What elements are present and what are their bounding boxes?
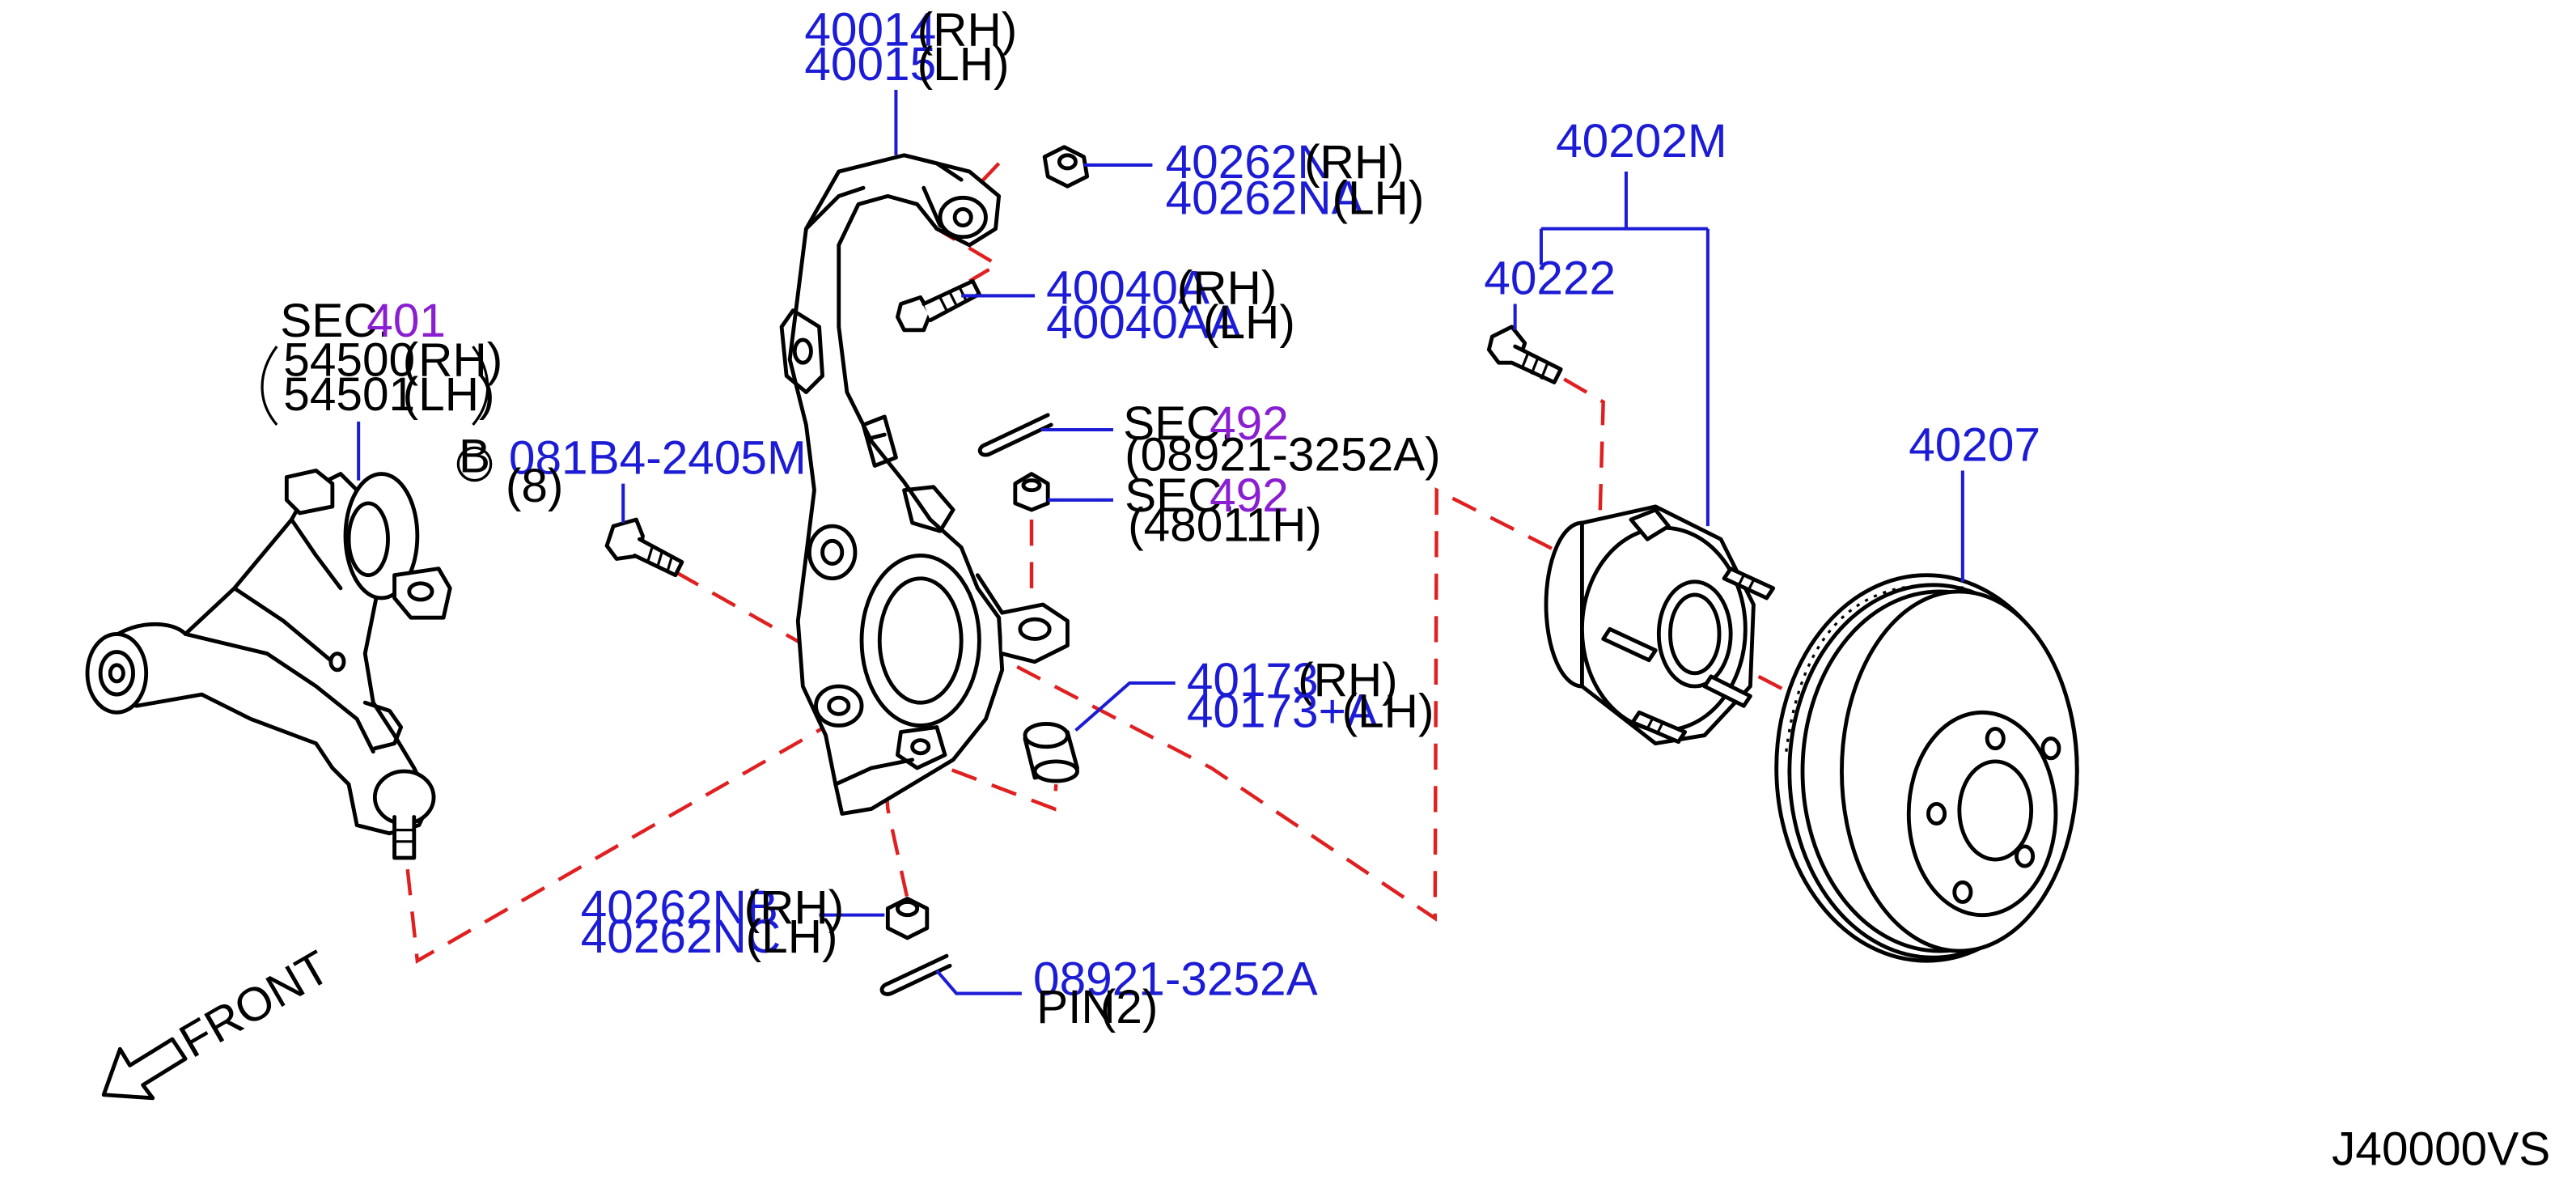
quantity: (2)	[1100, 981, 1159, 1033]
cotter-pin-top[interactable]	[977, 413, 1053, 457]
callout-lower-arm: SEC. 401 54500 (RH) 54501 (LH)	[261, 295, 503, 427]
part-number-081b4-2405m[interactable]: 081B4-2405M	[509, 432, 807, 485]
part-number-40262n[interactable]: 40262N	[1166, 136, 1332, 189]
callout-ball-nut: 40262NB (RH) 40262NC (LH)	[581, 881, 844, 963]
brake-rotor[interactable]	[1774, 573, 2079, 963]
knuckle-nut[interactable]	[1042, 145, 1090, 189]
part-number-40040a[interactable]: 40040A	[1046, 262, 1210, 315]
tie-rod-nut[interactable]	[1013, 472, 1050, 512]
part-number-40202m[interactable]: 40202M	[1556, 115, 1727, 168]
side-lh: (LH)	[1203, 296, 1295, 349]
quantity: (8)	[506, 460, 564, 512]
part-number-08921-3252a[interactable]: 08921-3252A	[1033, 953, 1318, 1006]
side-lh: (LH)	[746, 910, 838, 963]
side-rh: (RH)	[1298, 654, 1398, 707]
side-rh: (RH)	[917, 4, 1018, 57]
leader-lines	[357, 90, 1964, 995]
sec-prefix: SEC.	[280, 295, 391, 347]
ball-joint-nut[interactable]	[885, 897, 930, 940]
part-number-40207[interactable]: 40207	[1909, 418, 2040, 471]
sub-part-number: (08921-3252A)	[1125, 428, 1441, 481]
part-number-40015[interactable]: 40015	[804, 38, 936, 91]
front-indicator: FRONT	[101, 940, 338, 1101]
cotter-pin-bottom[interactable]	[879, 953, 952, 996]
section-ref-401[interactable]: 401	[366, 295, 446, 347]
callout-boot: 40173 (RH) 40173+A (LH)	[1187, 654, 1434, 737]
side-lh: (LH)	[917, 38, 1010, 91]
part-number-40014[interactable]: 40014	[804, 4, 936, 57]
lower-control-arm[interactable]	[85, 469, 452, 860]
part-number-54500: 54500	[283, 333, 415, 386]
side-rh: (RH)	[744, 881, 845, 934]
part-number-54501: 54501	[283, 368, 415, 421]
front-arrow-icon	[101, 1037, 188, 1101]
side-lh: (LH)	[403, 368, 495, 421]
knuckle-bolt[interactable]	[896, 278, 981, 333]
section-ref-492[interactable]: 492	[1210, 469, 1289, 522]
callout-hub-bolt: 40222	[1484, 252, 1616, 304]
part-number-40173[interactable]: 40173	[1187, 654, 1319, 707]
part-number-40040aa[interactable]: 40040AA	[1046, 296, 1241, 349]
part-name: PIN	[1036, 981, 1116, 1033]
callout-cotter-pin-top: SEC. 492 (08921-3252A)	[1123, 397, 1441, 481]
side-lh: (LH)	[1332, 172, 1425, 224]
circle-b-icon	[456, 446, 493, 482]
part-number-40262na[interactable]: 40262NA	[1166, 172, 1363, 224]
wheel-hub[interactable]	[1544, 504, 1776, 746]
part-number-40262nb[interactable]: 40262NB	[581, 881, 778, 934]
callout-knuckle-bolt: 40040A (RH) 40040AA (LH)	[1046, 262, 1295, 349]
sec-prefix: SEC.	[1123, 397, 1234, 450]
callout-tie-rod-nut: SEC. 492 (48011H)	[1125, 469, 1322, 551]
front-label: FRONT	[171, 940, 338, 1067]
side-lh: (LH)	[1342, 685, 1434, 737]
callout-arm-bolt: B 081B4-2405M (8)	[456, 431, 807, 512]
side-rh: (RH)	[1304, 136, 1405, 189]
sec-prefix: SEC.	[1125, 469, 1235, 522]
arm-bolt[interactable]	[604, 517, 684, 578]
hub-bolt[interactable]	[1486, 325, 1563, 384]
side-rh: (RH)	[1177, 262, 1277, 315]
part-number-40173a[interactable]: 40173+A	[1187, 685, 1378, 737]
callout-rotor: 40207	[1909, 418, 2040, 471]
sub-part-number: (48011H)	[1128, 499, 1322, 551]
circle-b-letter: B	[459, 431, 490, 483]
diagram-code: J40000VS	[2332, 1123, 2550, 1176]
part-number-40222[interactable]: 40222	[1484, 252, 1616, 304]
callout-knuckle: 40014 (RH) 40015 (LH)	[804, 4, 1017, 91]
part-number-40262nc[interactable]: 40262NC	[581, 910, 781, 963]
callout-cotter-pin-bottom: 08921-3252A PIN (2)	[1033, 953, 1318, 1033]
side-rh: (RH)	[403, 333, 503, 386]
bracket-left	[261, 346, 278, 427]
callout-knuckle-nut: 40262N (RH) 40262NA (LH)	[1166, 136, 1425, 224]
boot[interactable]	[1023, 722, 1079, 783]
callout-hub: 40202M	[1556, 115, 1727, 168]
section-ref-492[interactable]: 492	[1210, 397, 1289, 450]
bracket-right	[472, 346, 489, 427]
steering-knuckle[interactable]	[779, 153, 1070, 816]
